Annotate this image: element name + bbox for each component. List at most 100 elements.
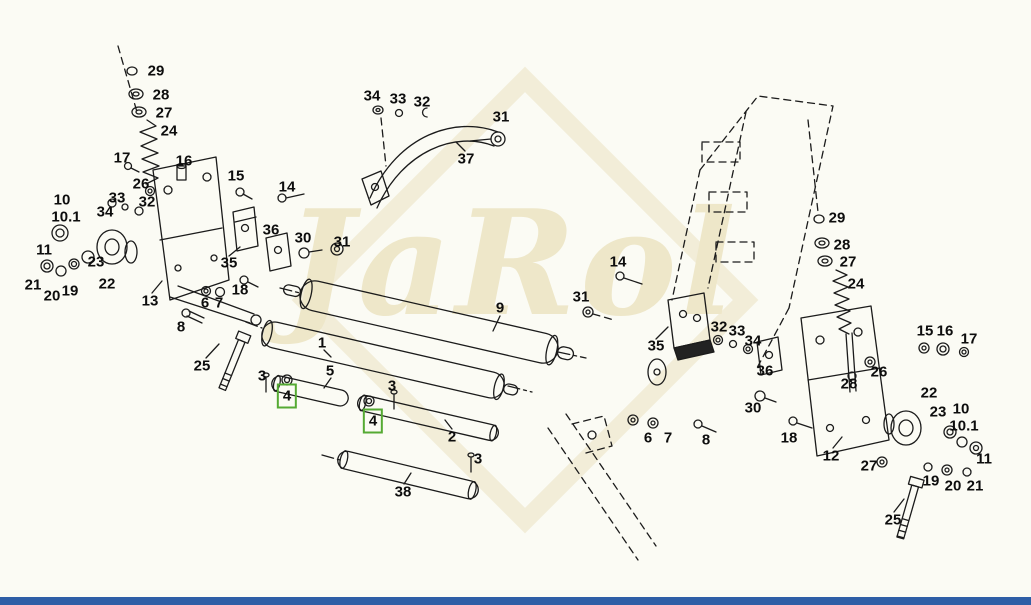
part-label-33: 33: [389, 90, 407, 108]
roller-2: [356, 394, 500, 442]
roller-9: [282, 278, 575, 366]
part-label-11: 11: [976, 450, 992, 468]
part-label-34: 34: [363, 87, 381, 105]
part-label-33: 33: [728, 322, 746, 340]
part-label-37: 37: [457, 150, 475, 168]
part-label-30: 30: [294, 229, 312, 247]
part-label-16: 16: [936, 322, 954, 340]
guide-dashes: [547, 413, 657, 561]
part-label-10.1: 10.1: [51, 208, 81, 226]
left-washers: [40, 224, 95, 277]
right-washer-stack: [813, 214, 833, 267]
part-label-10.1: 10.1: [949, 417, 979, 435]
part-label-28: 28: [833, 236, 851, 254]
right-lower-bolts: [627, 414, 813, 433]
part-label-3: 3: [257, 367, 267, 385]
part-label-35: 35: [220, 254, 238, 272]
part-label-19: 19: [61, 282, 79, 300]
part-label-6: 6: [643, 429, 653, 447]
part-label-23: 23: [87, 253, 105, 271]
part-label-36: 36: [262, 221, 280, 239]
part-label-32: 32: [138, 193, 156, 211]
part-label-18: 18: [780, 429, 798, 447]
part-label-21: 21: [24, 276, 42, 294]
part-label-12: 12: [822, 447, 840, 465]
roller-1: [261, 319, 519, 401]
footer-bar: [0, 597, 1031, 605]
left-bolts: [181, 187, 344, 324]
part-label-32: 32: [710, 318, 728, 336]
part-label-4-highlighted[interactable]: 4: [362, 408, 384, 434]
part-label-15: 15: [227, 167, 245, 185]
right-carrier-35: [647, 292, 715, 386]
left-bolt-25: [218, 330, 252, 392]
part-label-7: 7: [214, 294, 224, 312]
left-bracket-36: [265, 232, 292, 272]
part-label-1: 1: [317, 334, 327, 352]
part-label-6: 6: [200, 294, 210, 312]
left-small-fasteners: [107, 161, 187, 216]
part-label-32: 32: [413, 93, 431, 111]
part-label-27: 27: [155, 104, 173, 122]
part-label-24: 24: [160, 122, 178, 140]
part-label-31: 31: [333, 233, 351, 251]
part-label-9: 9: [495, 299, 505, 317]
right-small-row: [712, 334, 754, 355]
part-label-28: 28: [152, 86, 170, 104]
part-label-2: 2: [447, 428, 457, 446]
part-label-36: 36: [756, 362, 774, 380]
part-label-14: 14: [609, 253, 627, 271]
part-label-22: 22: [98, 275, 116, 293]
part-label-18: 18: [231, 281, 249, 299]
part-label-14: 14: [278, 178, 296, 196]
left-hub: [96, 229, 138, 265]
part-label-13: 13: [141, 292, 159, 310]
right-plate-12: [800, 305, 890, 457]
machine-outline: [671, 95, 834, 369]
part-label-38: 38: [394, 483, 412, 501]
part-label-29: 29: [147, 62, 165, 80]
left-spring: [139, 119, 160, 185]
part-label-10: 10: [53, 191, 71, 209]
roller-38: [337, 450, 479, 500]
part-label-26: 26: [132, 175, 150, 193]
top-small-parts: [372, 105, 428, 167]
part-label-10: 10: [952, 400, 970, 418]
part-label-20: 20: [43, 287, 61, 305]
part-label-11: 11: [36, 241, 52, 259]
right-spring: [832, 269, 857, 393]
part-label-7: 7: [663, 429, 673, 447]
part-label-3: 3: [387, 377, 397, 395]
part-label-29: 29: [828, 209, 846, 227]
part-label-31: 31: [572, 288, 590, 306]
part-label-3: 3: [473, 450, 483, 468]
part-label-21: 21: [966, 477, 984, 495]
part-label-23: 23: [929, 403, 947, 421]
part-label-4-highlighted[interactable]: 4: [276, 383, 298, 409]
part-label-5: 5: [325, 362, 335, 380]
strap-37: [361, 125, 506, 209]
part-label-20: 20: [944, 477, 962, 495]
right-hub: [883, 410, 922, 446]
right-washers: [847, 342, 983, 477]
part-label-19: 19: [922, 472, 940, 490]
left-plate: [152, 156, 262, 326]
part-label-33: 33: [108, 189, 126, 207]
part-label-30: 30: [744, 399, 762, 417]
part-label-16: 16: [175, 152, 193, 170]
left-washer-stack: [117, 45, 147, 118]
right-bolt-25: [896, 475, 925, 540]
right-bracket-36: [754, 336, 783, 403]
part-label-24: 24: [847, 275, 865, 293]
part-label-17: 17: [960, 330, 978, 348]
part-label-34: 34: [96, 203, 114, 221]
part-label-17: 17: [113, 149, 131, 167]
watermark-text: JaRol: [285, 179, 740, 349]
part-label-25: 25: [884, 511, 902, 529]
part-label-34: 34: [744, 332, 762, 350]
part-label-25: 25: [193, 357, 211, 375]
